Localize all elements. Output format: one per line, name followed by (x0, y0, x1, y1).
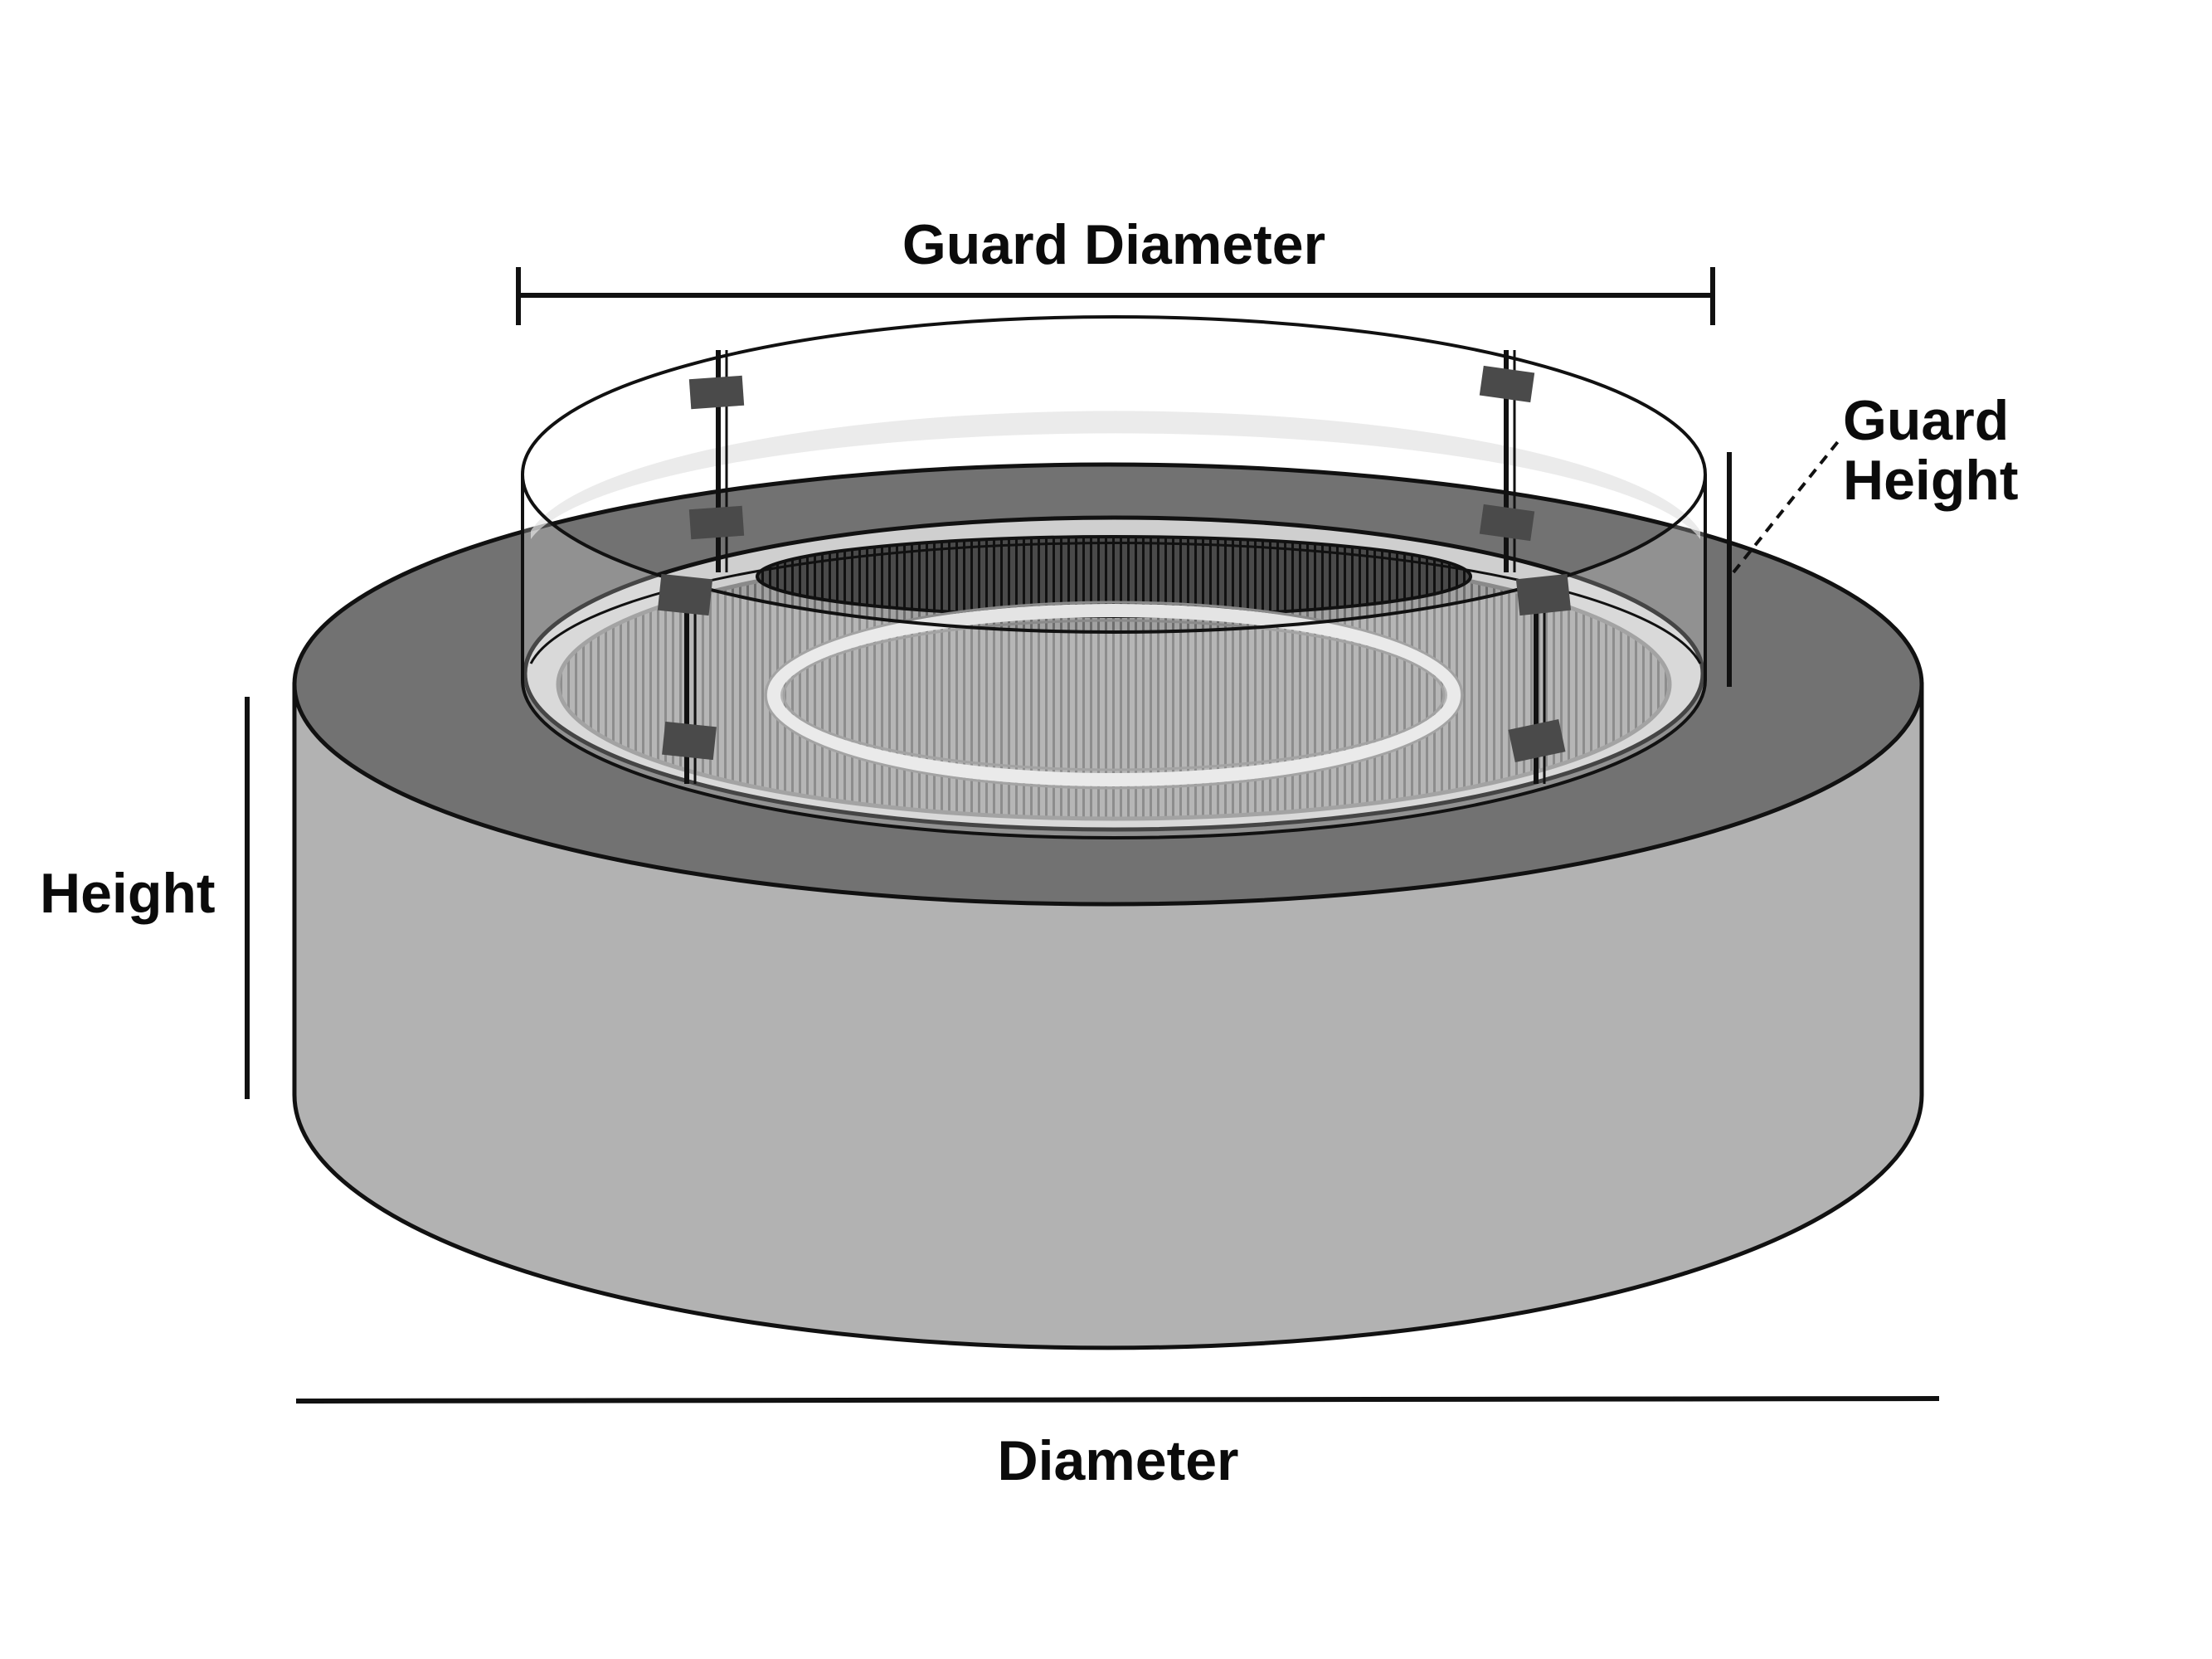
guard-bracket (688, 375, 745, 410)
burner-ring (767, 604, 1461, 786)
guard-bottom-back-edge (529, 542, 1702, 664)
guard-top-edge (521, 315, 1707, 634)
fire-bowl (523, 515, 1705, 832)
guard-height-leader (1732, 438, 1841, 574)
dimension-lines (245, 267, 1940, 1404)
guard-bracket (662, 721, 717, 761)
guard-bracket (1515, 573, 1572, 616)
glass-wind-guard (521, 315, 1707, 839)
guard-bottom-edge (521, 679, 1707, 839)
guard-bracket (657, 573, 713, 616)
guard-height-label-line2: Height (1843, 449, 2019, 512)
diameter-line (295, 1396, 1940, 1404)
guard-height-label-line1: Guard (1843, 389, 2009, 452)
burner-ring-outline (764, 601, 1464, 790)
guard-bracket (1508, 718, 1566, 763)
height-label: Height (40, 862, 216, 925)
guard-diameter-label: Guard Diameter (902, 213, 1325, 276)
guard-bracket (1479, 504, 1535, 542)
guard-bracket (688, 505, 745, 540)
burner-center (782, 619, 1446, 771)
diameter-label: Diameter (997, 1429, 1238, 1492)
guard-glass-body (523, 474, 1705, 838)
guard-bracket (1479, 365, 1535, 403)
guard-glass-band (531, 411, 1700, 539)
